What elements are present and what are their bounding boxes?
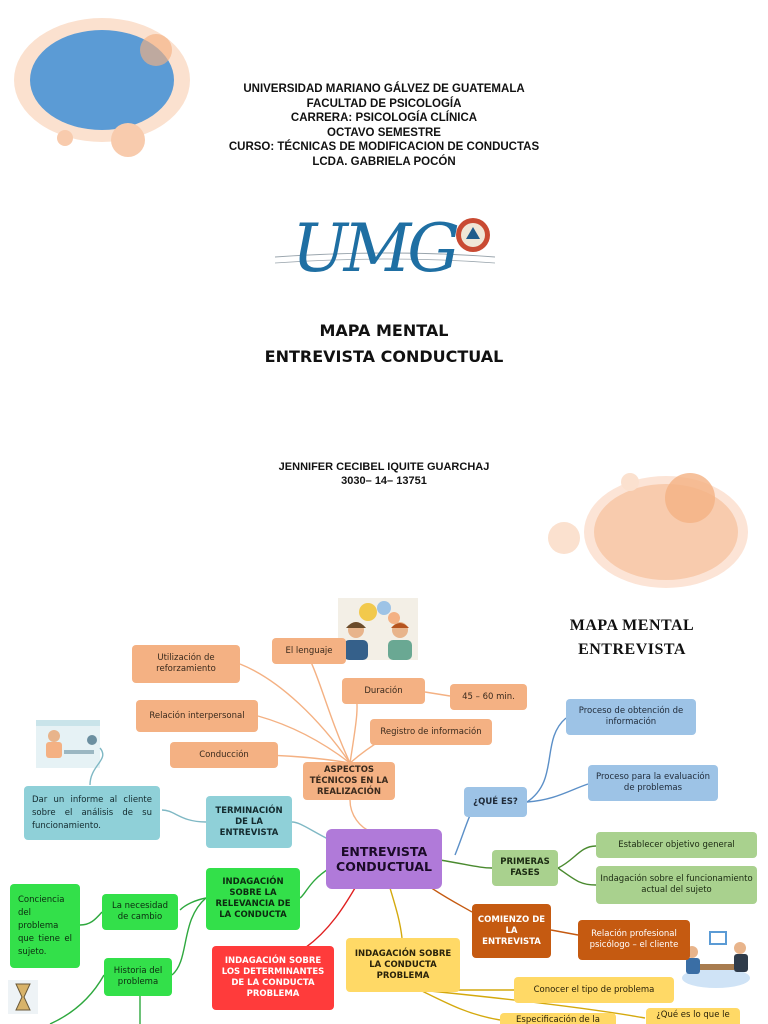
node-conduccion: Conducción [170,742,278,768]
author-id: 3030– 14– 13751 [341,475,427,487]
node-lenguaje: El lenguaje [272,638,346,664]
header-line-faculty: FACULTAD DE PSICOLOGÍA [306,97,462,110]
decorative-blob-right [548,473,748,588]
node-determinantes-conducta: INDAGACIÓN SOBRE LOS DETERMINANTES DE LA… [212,946,334,1010]
header-line-teacher: LCDA. GABRIELA POCÓN [312,155,456,168]
node-que-es-lo-que: ¿Qué es lo que le [646,1008,740,1024]
node-reforzamiento: Utilización de reforzamiento [132,645,240,683]
node-objetivo-general: Establecer objetivo general [596,832,757,858]
umg-logo-text: UMG [292,210,460,287]
node-duracion: Duración [342,678,425,704]
hourglass-icon [8,980,38,1014]
umg-logo: UMG [270,205,500,305]
node-duracion-valor: 45 – 60 min. [450,684,527,710]
node-conducta-problema: INDAGACIÓN SOBRE LA CONDUCTA PROBLEMA [346,938,460,992]
node-primeras-fases: PRIMERAS FASES [492,850,558,886]
side-title-line-2: ENTREVISTA [578,641,686,658]
node-relevancia-conducta: INDAGACIÓN SOBRE LA RELEVANCIA DE LA CON… [206,868,300,930]
node-que-es: ¿QUÉ ES? [464,787,527,817]
node-tipo-problema: Conocer el tipo de problema [514,977,674,1003]
document-title: MAPA MENTAL ENTREVISTA CONDUCTUAL [0,318,768,370]
university-header: UNIVERSIDAD MARIANO GÁLVEZ DE GUATEMALA … [0,82,768,169]
node-necesidad-cambio: La necesidad de cambio [102,894,178,930]
node-registro-informacion: Registro de información [370,719,492,745]
title-line-1: MAPA MENTAL [319,321,449,340]
node-aspectos-tecnicos: ASPECTOS TÉCNICOS EN LA REALIZACIÓN [303,762,395,800]
office-interview-illustration [682,931,750,988]
two-people-talking-illustration [338,598,418,660]
header-line-course: CURSO: TÉCNICAS DE MODIFICACION DE CONDU… [228,141,540,153]
header-line-career: CARRERA: PSICOLOGÍA CLÍNICA [290,112,478,124]
decorative-blob-top [14,18,190,157]
mind-map-side-title: MAPA MENTAL ENTREVISTA [538,614,726,662]
node-comienzo-entrevista: COMIENZO DE LA ENTREVISTA [472,904,551,958]
author-name: JENNIFER CECIBEL IQUITE GUARCHAJ [278,461,490,473]
central-node-entrevista-conductual: ENTREVISTA CONDUCTUAL [326,829,442,889]
header-line-university: UNIVERSIDAD MARIANO GÁLVEZ DE GUATEMALA [243,83,525,95]
node-relacion-interpersonal: Relación interpersonal [136,700,258,732]
node-funcionamiento-actual: Indagación sobre el funcionamiento actua… [596,866,757,904]
consultation-illustration [36,720,100,768]
header-line-semester: OCTAVO SEMESTRE [327,126,441,139]
node-historia-problema: Historia del problema [104,958,172,996]
title-line-2: ENTREVISTA CONDUCTUAL [264,347,504,366]
node-relacion-profesional: Relación profesional psicólogo – el clie… [578,920,690,960]
node-terminacion-entrevista: TERMINACIÓN DE LA ENTREVISTA [206,796,292,848]
node-evaluacion-problemas: Proceso para la evaluación de problemas [588,765,718,801]
node-informe-cliente: Dar un informe al cliente sobre el análi… [24,786,160,840]
node-conciencia-problema: Conciencia del problema que tiene el suj… [10,884,80,968]
side-title-line-1: MAPA MENTAL [569,617,695,634]
node-obtencion-informacion: Proceso de obtención de información [566,699,696,735]
author-block: JENNIFER CECIBEL IQUITE GUARCHAJ 3030– 1… [0,460,768,488]
node-especificacion: Especificación de la [500,1013,616,1024]
